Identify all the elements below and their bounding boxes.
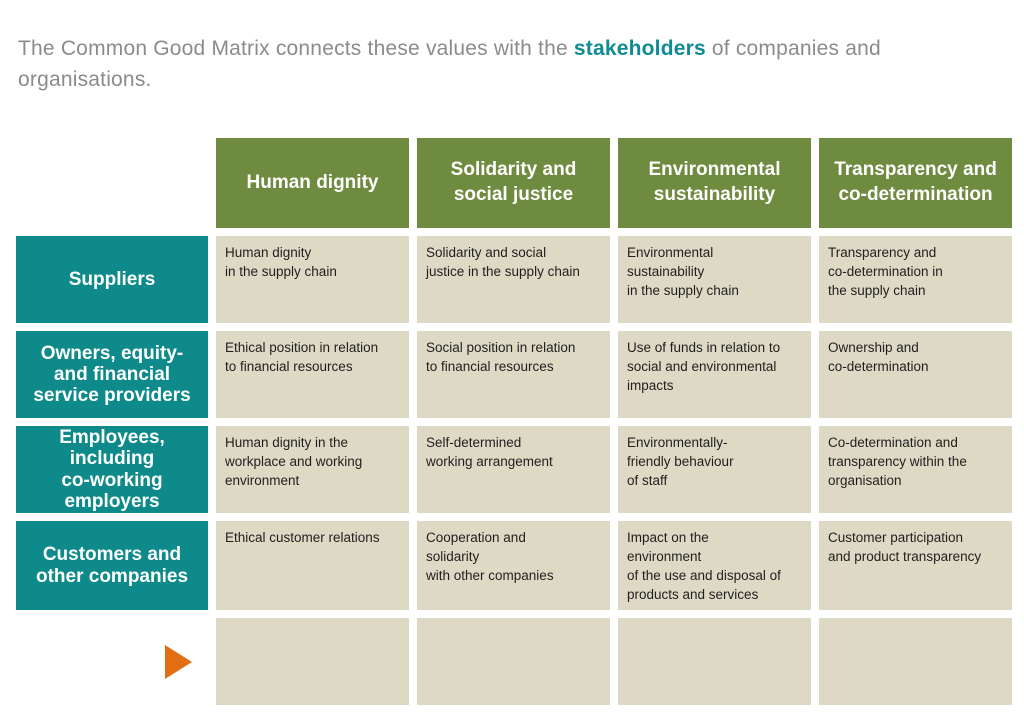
row-header-employees: Employees, including co-working employer… xyxy=(16,426,208,513)
matrix-cell-customers-human-dignity: Ethical customer relations xyxy=(216,521,409,610)
matrix-cell-owners-human-dignity: Ethical position in relation to financia… xyxy=(216,331,409,418)
row-header-owners: Owners, equity- and financial service pr… xyxy=(16,331,208,418)
matrix-cell-customers-transparency: Customer participation and product trans… xyxy=(819,521,1012,610)
matrix-cell-employees-human-dignity: Human dignity in the workplace and worki… xyxy=(216,426,409,513)
matrix-cell-customers-solidarity: Cooperation and solidarity with other co… xyxy=(417,521,610,610)
row-header-suppliers: Suppliers xyxy=(16,236,208,323)
intro-part3: organisations. xyxy=(18,68,152,91)
empty-cell-4 xyxy=(819,618,1012,705)
matrix-cell-owners-transparency: Ownership and co-determination xyxy=(819,331,1012,418)
matrix-cell-employees-solidarity: Self-determined working arrangement xyxy=(417,426,610,513)
common-good-matrix: Human dignity Solidarity and social just… xyxy=(16,138,1012,705)
matrix-cell-customers-environment: Impact on the environment of the use and… xyxy=(618,521,811,610)
column-header-solidarity-social-justice: Solidarity and social justice xyxy=(417,138,610,228)
matrix-corner-spacer xyxy=(16,138,208,228)
intro-part1: The Common Good Matrix connects these va… xyxy=(18,37,574,60)
right-arrow-icon xyxy=(165,644,192,679)
matrix-cell-suppliers-environment: Environmental sustainability in the supp… xyxy=(618,236,811,323)
column-header-environmental-sustainability: Environmental sustainability xyxy=(618,138,811,228)
matrix-cell-owners-environment: Use of funds in relation to social and e… xyxy=(618,331,811,418)
intro-text: The Common Good Matrix connects these va… xyxy=(18,33,1010,95)
matrix-cell-suppliers-human-dignity: Human dignity in the supply chain xyxy=(216,236,409,323)
matrix-cell-suppliers-transparency: Transparency and co-determination in the… xyxy=(819,236,1012,323)
empty-cell-2 xyxy=(417,618,610,705)
intro-part2: of companies and xyxy=(705,37,881,60)
column-header-transparency-co-determination: Transparency and co-determination xyxy=(819,138,1012,228)
column-header-human-dignity: Human dignity xyxy=(216,138,409,228)
matrix-cell-owners-solidarity: Social position in relation to financial… xyxy=(417,331,610,418)
row-header-customers: Customers and other companies xyxy=(16,521,208,610)
matrix-cell-suppliers-solidarity: Solidarity and social justice in the sup… xyxy=(417,236,610,323)
empty-cell-3 xyxy=(618,618,811,705)
intro-highlight-stakeholders: stakeholders xyxy=(573,37,706,60)
matrix-cell-employees-transparency: Co-determination and transparency within… xyxy=(819,426,1012,513)
empty-cell-1 xyxy=(216,618,409,705)
footer-arrow-cell xyxy=(16,618,208,705)
matrix-cell-employees-environment: Environmentally- friendly behaviour of s… xyxy=(618,426,811,513)
